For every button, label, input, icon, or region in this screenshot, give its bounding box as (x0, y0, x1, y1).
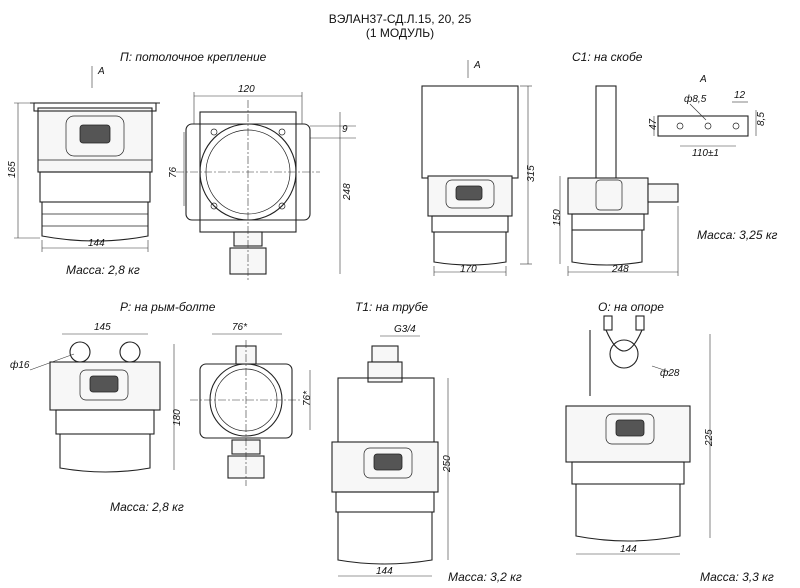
dim-165: 165 (7, 161, 18, 178)
pipe-view-dims: G3/4 250 144 (338, 324, 453, 577)
mass-bracket: Масса: 3,25 кг (697, 228, 778, 242)
dim-76: 76 (168, 166, 179, 178)
dim-250: 250 (442, 455, 453, 473)
dim-9: 9 (342, 124, 348, 135)
mass-ceiling: Масса: 2,8 кг (66, 263, 140, 277)
mass-pipe: Масса: 3,2 кг (448, 570, 522, 584)
dim-16: ф16 (10, 359, 30, 371)
ceiling-front-view (30, 102, 160, 242)
dim-120: 120 (238, 84, 255, 95)
ceiling-front-dims: 165 144 A (7, 66, 149, 252)
dim-248: 248 (342, 183, 353, 201)
dim-47: 47 (648, 118, 659, 130)
dim-315: 315 (526, 165, 537, 182)
mass-eyebolt: Масса: 2,8 кг (110, 500, 184, 514)
eyebolt-top-view (190, 340, 302, 486)
dim-180: 180 (172, 409, 183, 426)
bracket-front-view: A (421, 60, 519, 266)
bracket-side-view (567, 85, 679, 266)
dim-76-star: 76* (232, 322, 248, 333)
dim-170: 170 (460, 264, 477, 275)
dim-144-b: 144 (376, 566, 393, 577)
title-line-2: (1 МОДУЛЬ) (365, 26, 435, 40)
dim-225: 225 (704, 429, 715, 447)
caption-bracket-mount: С1: на скобе (572, 50, 643, 64)
mass-support: Масса: 3,3 кг (700, 570, 774, 584)
eyebolt-front-dims: 145 ф16 180 (10, 322, 183, 470)
ceiling-top-dims: 120 9 76 248 (168, 84, 356, 274)
ceiling-top-view (176, 100, 320, 282)
caption-eyebolt-mount: Р: на рым-болте (120, 300, 216, 314)
support-view-dims: ф28 225 144 (576, 334, 715, 555)
bracket-view-a: A (473, 60, 481, 71)
title-line-1: ВЭЛАН37-СД.Л.15, 20, 25 (328, 12, 472, 26)
dim-8-5b: 8,5 (756, 112, 767, 126)
eyebolt-top-dims: 76* 76* (212, 322, 313, 430)
dim-76-star-2: 76* (302, 390, 313, 406)
dim-248b: 248 (611, 264, 629, 275)
bracket-side-dims: 150 248 (552, 176, 679, 276)
support-view (565, 315, 691, 542)
detail-a-label: A (699, 74, 707, 85)
view-a-label: A (97, 66, 105, 77)
dim-144-c: 144 (620, 544, 637, 555)
dim-145: 145 (94, 322, 111, 333)
dim-28: ф28 (660, 367, 680, 379)
dim-g34: G3/4 (394, 324, 416, 335)
eyebolt-front-view (49, 341, 161, 473)
dim-150: 150 (552, 209, 563, 226)
caption-support-mount: О: на опоре (598, 300, 664, 314)
dim-144: 144 (88, 238, 105, 249)
caption-ceiling-mount: П: потолочное крепление (120, 50, 267, 64)
bracket-detail: A ф8,5 12 47 8,5 110±1 (648, 74, 767, 159)
drawing-title: ВЭЛАН37-СД.Л.15, 20, 25 (1 МОДУЛЬ) (300, 12, 500, 40)
caption-pipe-mount: Т1: на трубе (355, 300, 429, 314)
dim-110: 110±1 (692, 148, 719, 159)
dim-12: 12 (734, 90, 746, 101)
bracket-front-dims: 315 170 (433, 85, 537, 276)
dim-8-5: ф8,5 (684, 93, 707, 105)
pipe-view (331, 345, 439, 565)
